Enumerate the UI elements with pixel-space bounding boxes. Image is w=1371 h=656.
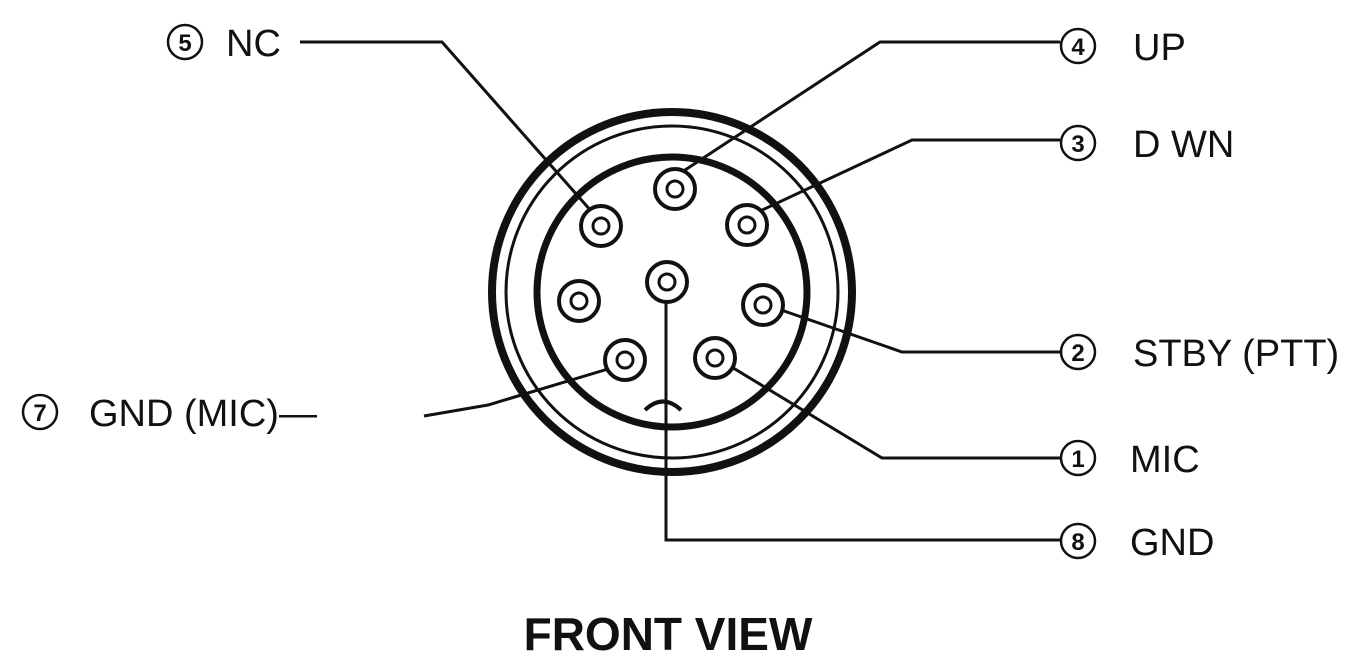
pin-8	[645, 260, 689, 304]
pin-name: GND	[1130, 522, 1214, 564]
pin-name: STBY (PTT)	[1133, 333, 1339, 375]
leader-line-pin-5	[300, 40, 594, 213]
key-notch	[643, 399, 683, 412]
pin-number: 3	[1071, 131, 1084, 158]
pins	[557, 167, 785, 382]
pin-4	[653, 167, 697, 211]
middle-ring	[504, 124, 840, 460]
number-badge	[1059, 27, 1097, 65]
pin-5	[579, 204, 623, 248]
label-pin-3: 3 D WN	[1059, 124, 1234, 166]
pin-1	[693, 336, 737, 380]
label-pin-4: 4 UP	[1059, 27, 1186, 69]
pin-name: GND (MIC)—	[89, 393, 317, 435]
leader-line-pin-8	[664, 285, 1060, 542]
label-pin-2: 2 STBY (PTT)	[1059, 333, 1339, 375]
pin-name: UP	[1133, 27, 1186, 69]
outer-ring	[488, 108, 856, 476]
leader-line-pin-3	[757, 138, 1060, 214]
label-pin-1: 1 MIC	[1059, 439, 1200, 481]
number-badge	[1059, 333, 1097, 371]
inner-ring	[533, 153, 811, 431]
pin-number: 2	[1071, 340, 1084, 367]
leader-line-pin-4	[681, 40, 1060, 174]
number-badge	[21, 393, 59, 431]
leader-line-pin-2	[763, 302, 1060, 354]
connector-body	[488, 108, 856, 476]
leader-lines	[300, 40, 1060, 542]
pin-number: 8	[1071, 529, 1084, 556]
pin-name: MIC	[1130, 439, 1200, 481]
pin-number: 7	[33, 400, 46, 427]
pin-2	[741, 283, 785, 327]
number-badge	[1059, 439, 1097, 477]
pin-7	[603, 338, 647, 382]
label-pin-7: 7 GND (MIC)—	[21, 393, 317, 435]
diagram-title: FRONT VIEW	[524, 608, 813, 656]
pin-3	[725, 203, 769, 247]
pin-number: 1	[1071, 446, 1084, 473]
pin-name: NC	[226, 23, 281, 65]
pin-number: 5	[178, 30, 191, 57]
pin-6	[557, 279, 601, 323]
label-pin-5: 5 NC	[166, 23, 281, 65]
leader-line-pin-7	[423, 364, 619, 418]
pin-labels: 5 NC 4 UP 3 D WN 2 STBY (PTT) 1 MIC	[21, 23, 1339, 564]
pin-name: D WN	[1133, 124, 1234, 166]
leader-line-pin-1	[719, 358, 1060, 460]
label-pin-8: 8 GND	[1059, 522, 1214, 564]
pin-number: 4	[1071, 34, 1085, 61]
number-badge	[166, 23, 204, 61]
number-badge	[1059, 124, 1097, 162]
number-badge	[1059, 522, 1097, 560]
